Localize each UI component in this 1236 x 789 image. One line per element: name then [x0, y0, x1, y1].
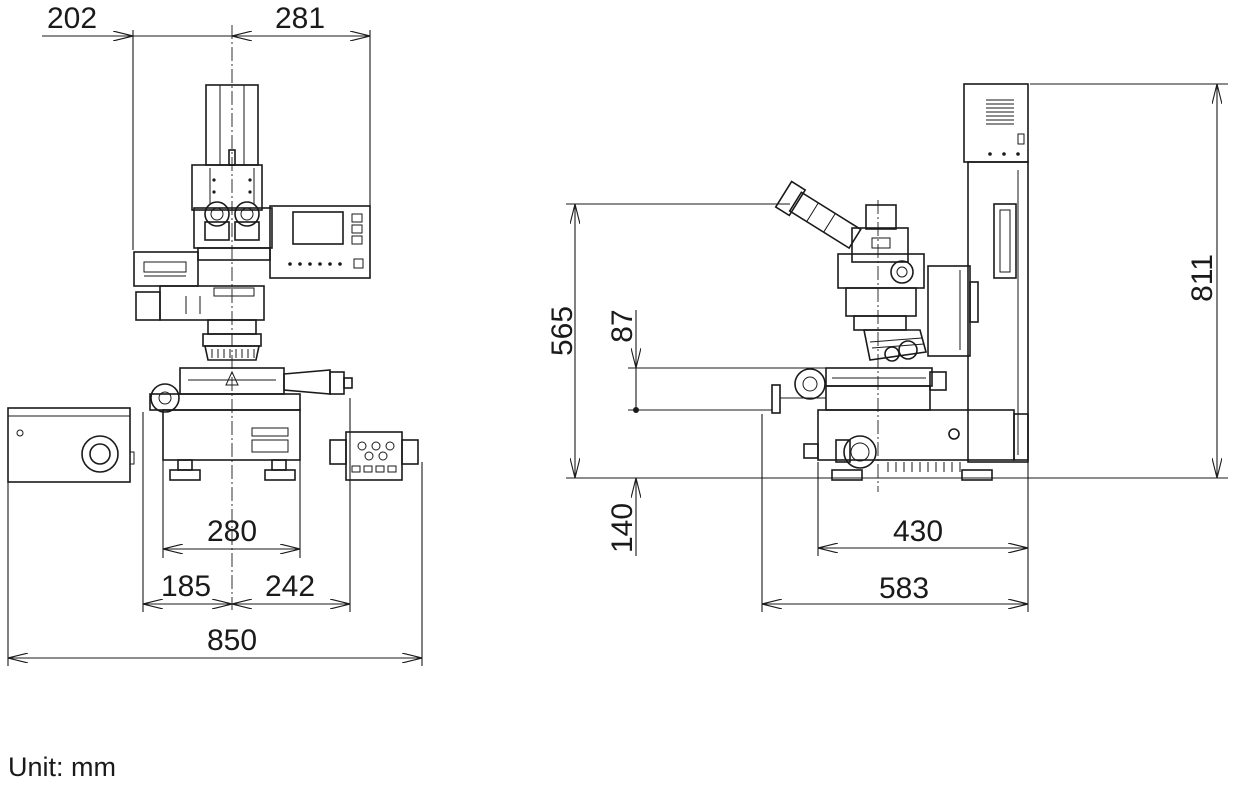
side-view: 565 87 140 811 430 583: [546, 83, 1228, 612]
dim-label-185: 185: [161, 570, 211, 603]
dim-label-850: 850: [207, 624, 257, 657]
dim-label-202: 202: [47, 2, 97, 35]
dim-label-583: 583: [879, 572, 929, 605]
dim-label-281: 281: [275, 2, 325, 35]
dim-label-87: 87: [606, 309, 639, 342]
unit-label: Unit: mm: [8, 752, 116, 782]
dim-label-242: 242: [265, 570, 315, 603]
dim-label-565: 565: [546, 306, 579, 356]
dim-label-430: 430: [893, 515, 943, 548]
dim-label-811: 811: [1186, 254, 1219, 302]
dim-label-280: 280: [207, 515, 257, 548]
dim-label-140: 140: [606, 503, 639, 553]
front-view: 202 281 280 185 242 850: [7, 2, 423, 666]
